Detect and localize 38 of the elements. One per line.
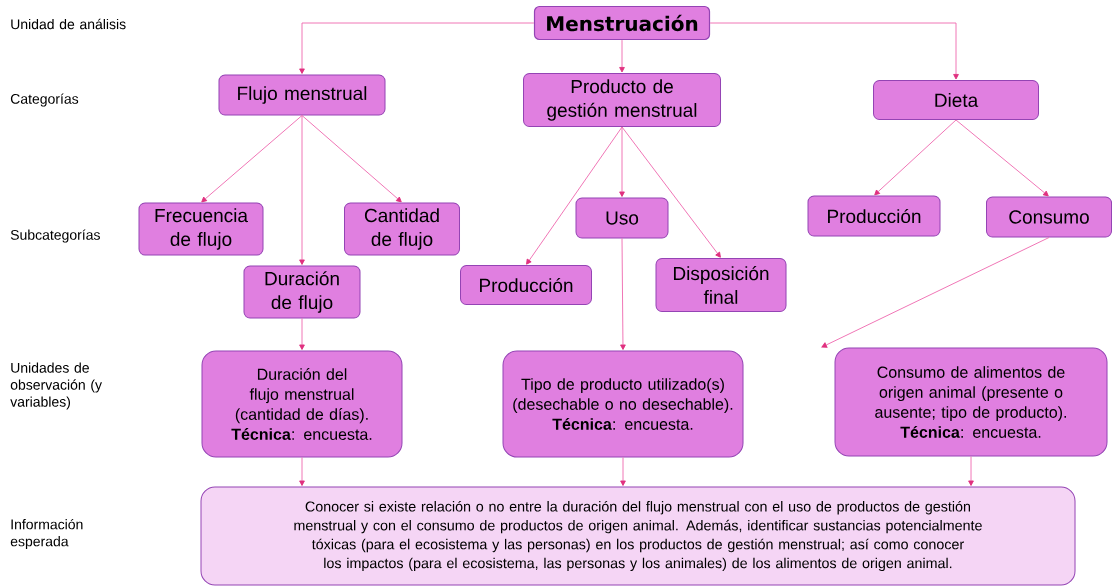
observation-box: Duración del flujo menstrual (cantidad de días). Técnica: encuesta.: [201, 350, 403, 458]
arrow: [620, 457, 626, 486]
arrow: [526, 126, 623, 265]
root-box: Menstruación: [533, 5, 711, 41]
arrow: [201, 115, 303, 203]
result-box: Conocer si existe relación o no entre la duración del flujo menstrual con el uso de productos de gestión menstrual y con el consumo de productos de origen animal. Además, identificar sustancias potencialmente tóxicas (para el ecosistema y las personas) en los productos de gestión menstrual; así como conocer los impactos (para el ecosistema, las personas y los animales) de los alimentos de origen animal.: [200, 486, 1076, 586]
subcategory-box: Consumo: [986, 196, 1112, 238]
arrow: [968, 456, 974, 486]
subcategory-box: Uso: [575, 197, 669, 239]
row-label: Información esperada: [10, 518, 83, 550]
category-box: Flujo menstrual: [218, 74, 386, 116]
subcategory-box: Frecuencia de flujo: [138, 202, 264, 256]
subcategory-box: Duración de flujo: [243, 265, 361, 319]
arrow: [874, 119, 957, 196]
arrow: [620, 238, 626, 350]
observation-box: Consumo de alimentos de origen animal (presente o ausente; tipo de producto). Técnica: encuesta.: [834, 347, 1108, 457]
arrow: [299, 318, 305, 350]
arrow: [621, 126, 721, 258]
arrow: [619, 39, 625, 73]
category-box: Producto de gestión menstrual: [523, 73, 721, 127]
arrow: [299, 22, 535, 74]
arrow: [299, 457, 305, 486]
arrow: [709, 22, 959, 80]
arrow: [821, 237, 1050, 348]
arrow: [619, 126, 625, 197]
arrow: [955, 119, 1049, 197]
subcategory-box: Disposición final: [655, 258, 787, 312]
arrow: [301, 115, 402, 203]
category-box: Dieta: [873, 80, 1039, 120]
row-label: Subcategorías: [10, 229, 100, 243]
subcategory-box: Producción: [460, 265, 592, 305]
arrow: [299, 115, 305, 265]
row-label: Unidades de observación (y variables): [10, 362, 102, 410]
subcategory-box: Cantidad de flujo: [344, 202, 460, 256]
subcategory-box: Producción: [807, 195, 941, 237]
row-label: Unidad de análisis: [11, 18, 126, 30]
observation-box: Tipo de producto utilizado(s) (desechable o no desechable). Técnica: encuesta.: [502, 350, 744, 458]
row-label: Categorías: [10, 93, 79, 107]
